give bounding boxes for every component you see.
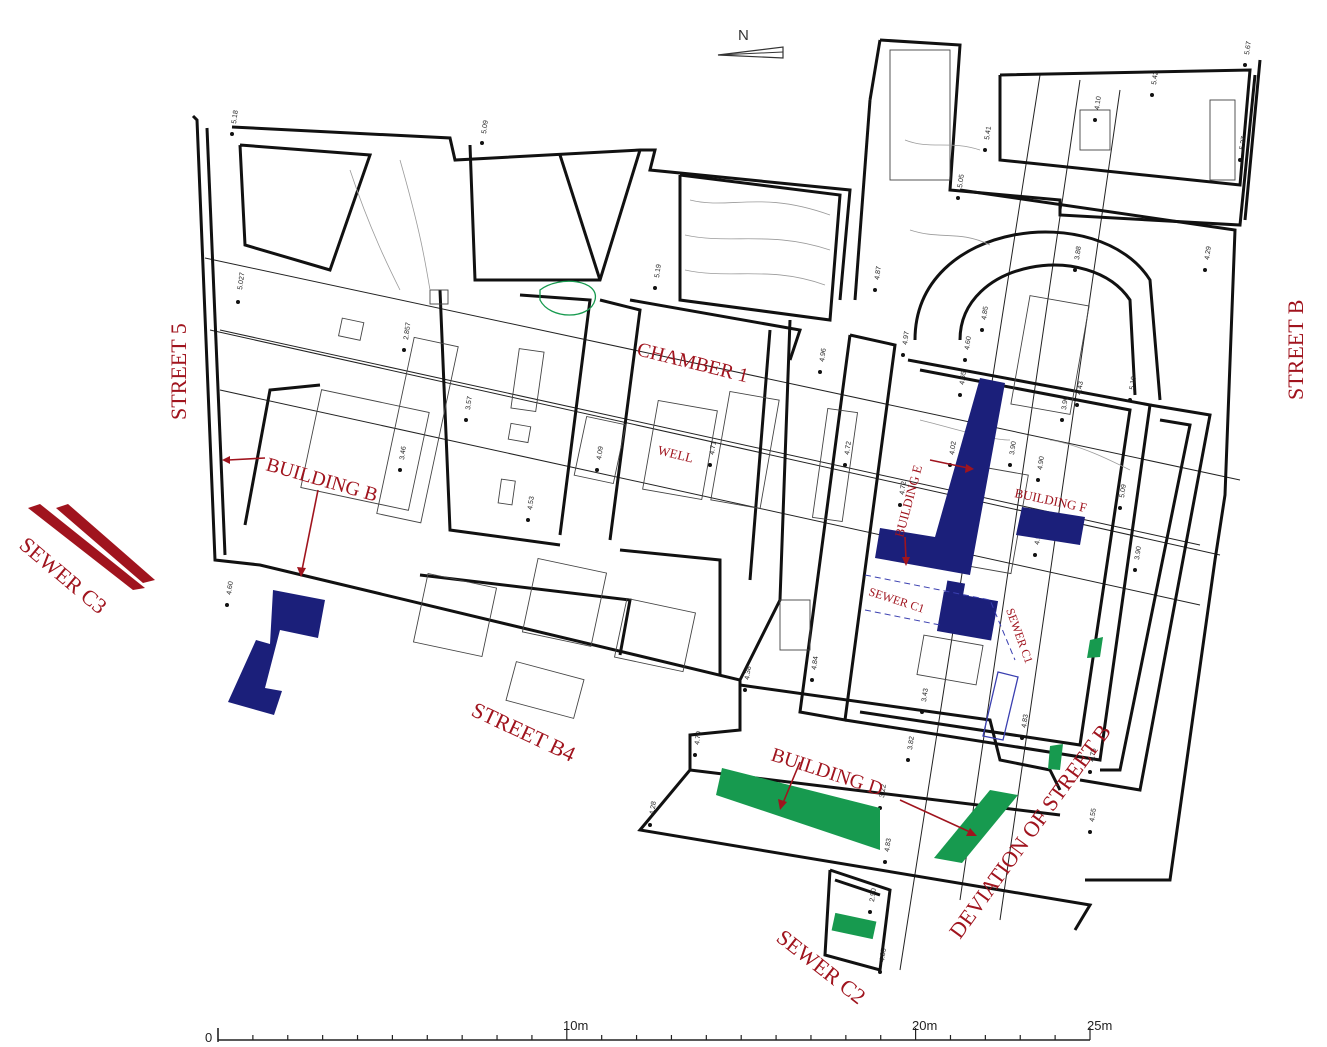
building-e-label: BUILDING E — [891, 463, 925, 538]
street-5-label: STREET 5 — [166, 323, 191, 420]
spot-height: 5.42 — [1151, 71, 1160, 86]
excavation-walls — [191, 38, 1262, 972]
spot-height: 3.90 — [1009, 441, 1018, 456]
spot-height: 4.65 — [959, 371, 968, 386]
spot-height: 4.96 — [819, 348, 828, 363]
spot-height: 4.10 — [1094, 96, 1103, 111]
spot-height: 4.43 — [1076, 381, 1085, 396]
sewer-c2-label: SEWER C2 — [772, 924, 871, 1009]
scale-label-0: 0 — [205, 1030, 212, 1045]
sewer-c1-label: SEWER C1 — [867, 585, 926, 616]
spot-height: 5.09 — [1119, 484, 1128, 499]
spot-height: 4.75 — [1089, 748, 1098, 763]
building-d-arrows — [778, 761, 977, 836]
north-arrow: N — [717, 27, 784, 59]
spot-height: 4.90 — [1037, 456, 1046, 471]
sewer-c3-label: SEWER C3 — [15, 532, 112, 619]
spot-height: 3.90 — [1061, 396, 1070, 411]
spot-height: 4.28 — [649, 801, 658, 816]
spot-height: 2.857 — [403, 322, 412, 340]
spot-height: 4.02 — [949, 441, 958, 456]
spot-height: 5.05 — [957, 174, 966, 189]
building-b-arrows — [222, 456, 319, 577]
street-b-label: STREET B — [1283, 300, 1308, 400]
spot-height: 4.72 — [844, 441, 853, 456]
street-b4-label: STREET B4 — [468, 697, 580, 767]
spot-height: 2.90 — [869, 888, 878, 903]
scale-bar: 0 10m 20m 25m — [205, 1018, 1112, 1045]
building-d-structure — [716, 637, 1103, 940]
spot-height: 3.46 — [399, 446, 408, 461]
north-letter: N — [738, 27, 749, 44]
spot-height: 4.70 — [694, 731, 703, 746]
spot-height: 4.29 — [1204, 246, 1213, 261]
spot-height: 5.09 — [481, 120, 490, 135]
spot-height: 4.38 — [744, 666, 753, 681]
spot-height: 4.53 — [527, 496, 536, 511]
spot-height: 3.82 — [907, 736, 916, 751]
scale-label-20m: 20m — [912, 1018, 937, 1033]
spot-height: 4.83 — [1021, 714, 1030, 729]
building-b-structure — [228, 590, 325, 715]
spot-heights: 5.18 5.09 5.027 2.857 3.46 3.57 4.53 5.1… — [225, 41, 1253, 974]
spot-height: 3.57 — [465, 396, 474, 411]
sewer-c1-label-2: SEWER C1 — [1003, 606, 1036, 665]
spot-height: 4.55 — [1089, 808, 1098, 823]
building-e-structure — [875, 378, 1005, 641]
spot-height: 4.72 — [899, 481, 908, 496]
spot-height: 5.67 — [1244, 41, 1253, 56]
spot-height: 5.19 — [654, 264, 663, 279]
building-b-label: BUILDING B — [264, 454, 381, 507]
spot-height: 4.09 — [596, 446, 605, 461]
spot-height: 3.90 — [1134, 546, 1143, 561]
spot-height: 4.60 — [226, 581, 235, 596]
spot-height: 4.87 — [874, 266, 883, 281]
spot-height: 5.41 — [984, 126, 993, 141]
spot-height: 3.88 — [1074, 246, 1083, 261]
spot-height: 4.71 — [709, 441, 718, 456]
spot-height: 4.85 — [981, 306, 990, 321]
stone-details — [300, 49, 1236, 719]
spot-height: 5.19 — [1129, 376, 1138, 391]
spot-height: 5.27 — [1239, 136, 1248, 151]
sewer-c3-marker — [28, 504, 155, 590]
scale-label-10m: 10m — [563, 1018, 588, 1033]
sewer-c1-outline — [864, 574, 1019, 741]
building-f-structure — [1016, 507, 1085, 545]
spot-height: 3.43 — [921, 688, 930, 703]
spot-height: 4.97 — [902, 331, 911, 346]
spot-height: 5.18 — [231, 110, 240, 125]
spot-height: 4.84 — [811, 656, 820, 671]
survey-grid — [204, 74, 1241, 971]
well-label: WELL — [656, 442, 695, 465]
spot-height: 5.027 — [237, 272, 246, 290]
chamber-1-label: CHAMBER 1 — [635, 339, 751, 388]
spot-height: 4.83 — [884, 838, 893, 853]
scale-label-25m: 25m — [1087, 1018, 1112, 1033]
building-e-arrows — [902, 459, 974, 566]
spot-height: 4.60 — [964, 336, 973, 351]
spot-height: 4.85 — [879, 948, 888, 963]
spot-height: 3.22 — [879, 784, 888, 799]
